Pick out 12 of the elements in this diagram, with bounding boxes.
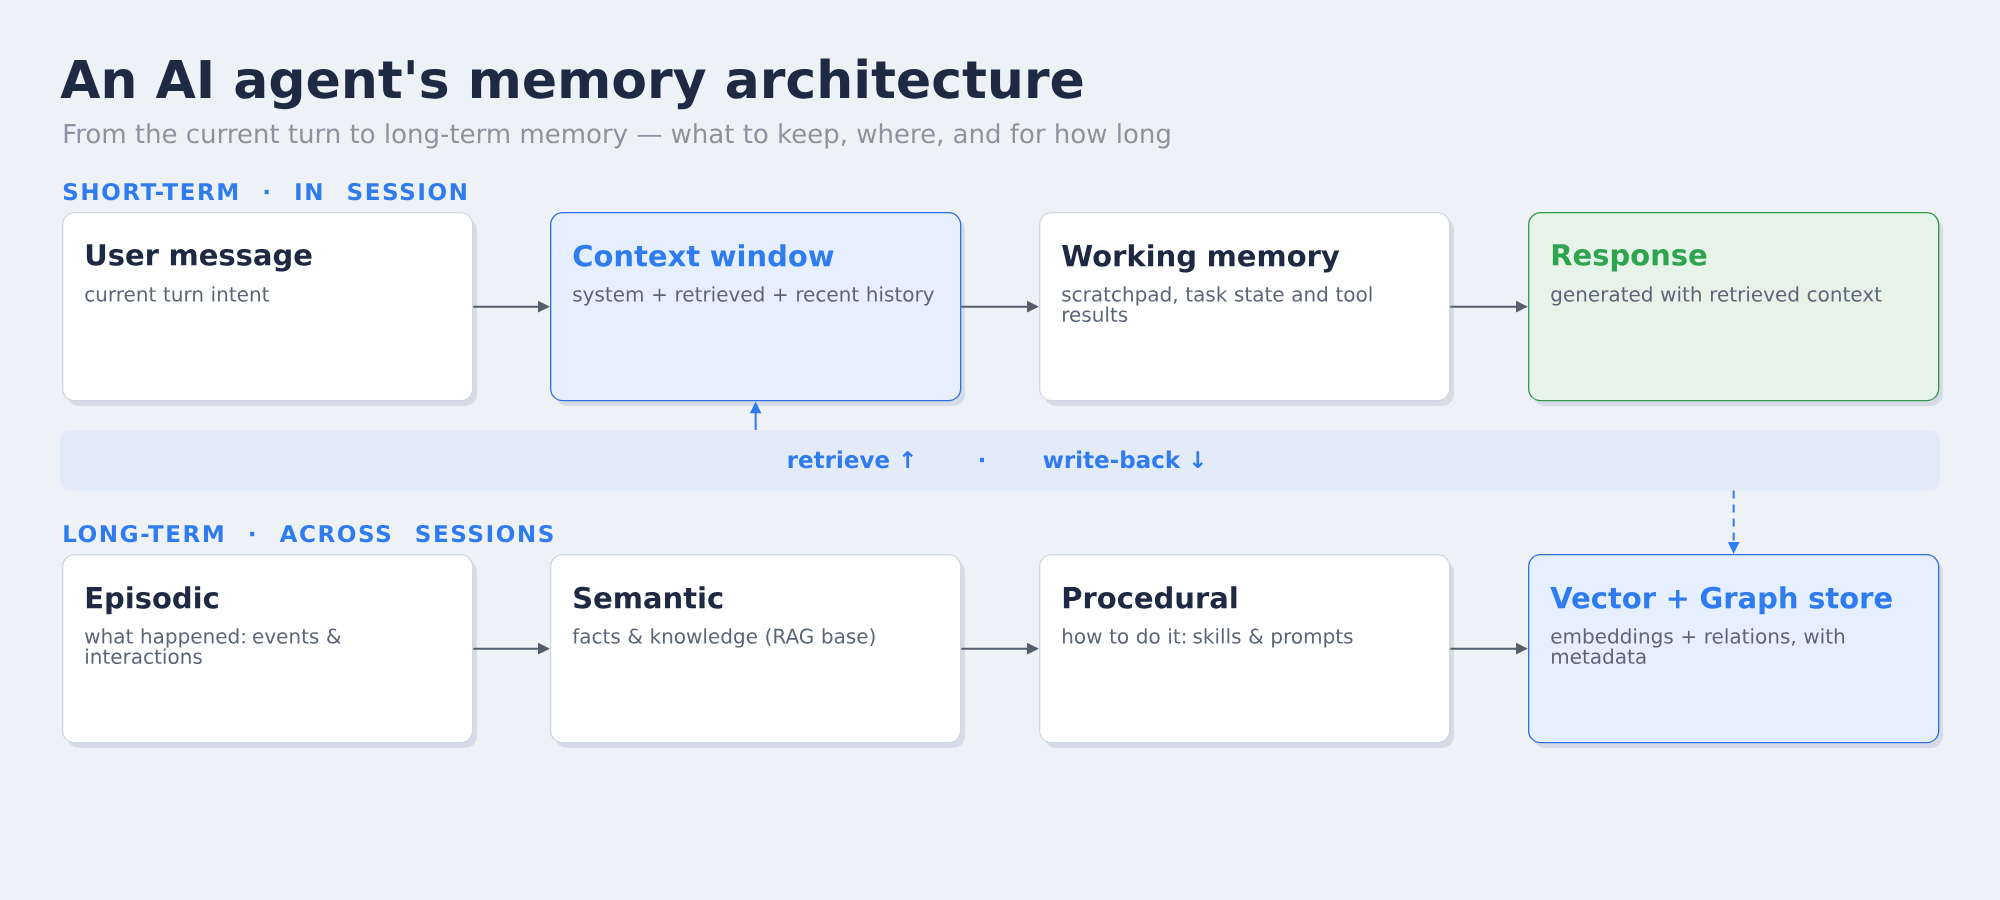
- band: retrieve ↑ · write-back ↓: [60, 430, 1941, 491]
- title: An AI agent's memory architecture: [60, 58, 1083, 110]
- process-box: User message current turn intent: [62, 212, 477, 406]
- subtitle: From the current turn to long-term memory — what to keep, where, and for how long: [64, 123, 1170, 149]
- process-box: Episodic what happened: events & interactions: [62, 554, 477, 748]
- process-box: Working memory scratchpad, task state and tool results: [1039, 212, 1454, 406]
- process-box: Vector + Graph store embeddings + relations, with metadata: [1528, 554, 1943, 748]
- process-box: Context window system + retrieved + recent history: [550, 212, 965, 406]
- process-box: Semantic facts & knowledge (RAG base): [550, 554, 965, 748]
- section-label: LONG-TERM · ACROSS SESSIONS: [64, 524, 553, 543]
- process-box: Response generated with retrieved context: [1528, 212, 1943, 406]
- process-box: Procedural how to do it: skills & prompts: [1039, 554, 1454, 748]
